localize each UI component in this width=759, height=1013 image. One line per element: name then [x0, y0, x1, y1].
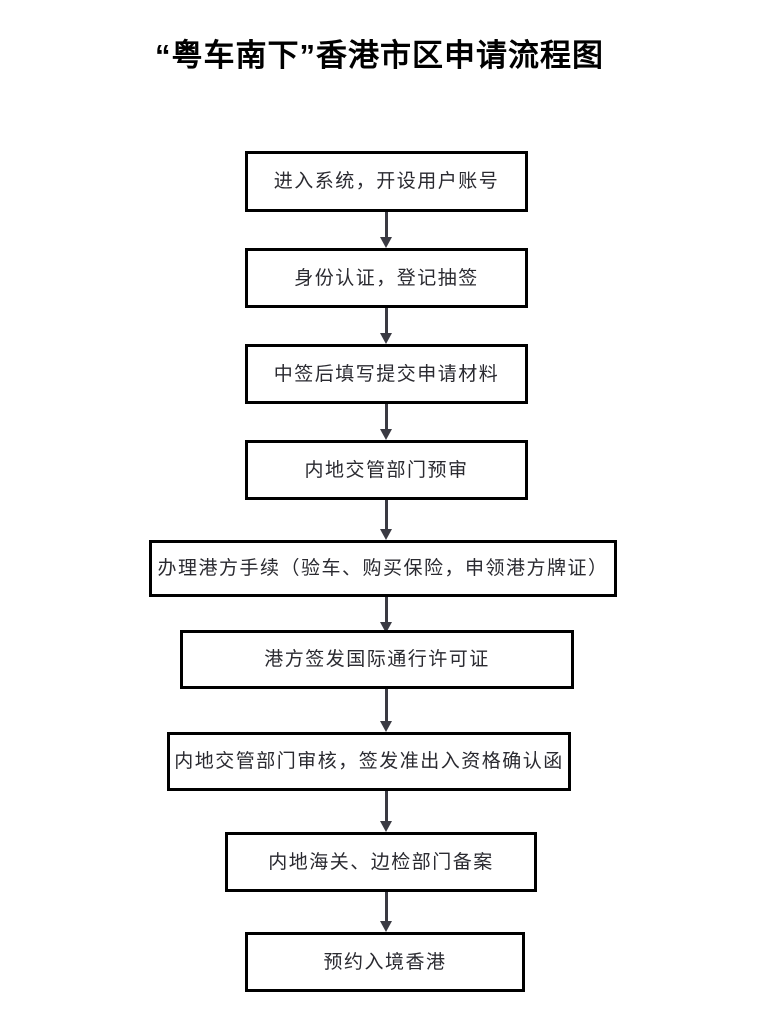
flow-step-label: 办理港方手续（验车、购买保险，申领港方牌证）: [157, 558, 609, 579]
flow-step-label: 进入系统，开设用户账号: [273, 171, 500, 192]
flow-step-label: 身份认证，登记抽签: [294, 267, 479, 289]
flow-step-4: 内地交管部门预审: [245, 440, 528, 500]
flow-arrow-2-to-3: [380, 308, 392, 344]
flow-arrow-5-to-6: [380, 597, 392, 633]
flow-step-label: 内地海关、边检部门备案: [268, 851, 494, 873]
flow-step-label: 内地交管部门审核，签发准出入资格确认函: [174, 751, 564, 772]
flow-step-5: 办理港方手续（验车、购买保险，申领港方牌证）: [149, 540, 617, 597]
flow-arrow-7-to-8: [380, 791, 392, 832]
flow-step-label: 内地交管部门预审: [304, 459, 469, 481]
flow-step-label: 预约入境香港: [323, 951, 447, 973]
flow-arrow-6-to-7: [380, 689, 392, 732]
flow-step-9: 预约入境香港: [245, 932, 525, 992]
flow-step-1: 进入系统，开设用户账号: [245, 151, 528, 212]
flow-step-8: 内地海关、边检部门备案: [225, 832, 537, 892]
flow-arrow-4-to-5: [380, 500, 392, 540]
flow-step-7: 内地交管部门审核，签发准出入资格确认函: [167, 732, 571, 791]
flow-step-label: 中签后填写提交申请材料: [273, 363, 500, 385]
flow-step-6: 港方签发国际通行许可证: [180, 630, 574, 689]
flow-arrow-1-to-2: [380, 212, 392, 248]
flow-step-2: 身份认证，登记抽签: [245, 248, 528, 308]
flow-step-label: 港方签发国际通行许可证: [264, 649, 490, 670]
flow-arrow-8-to-9: [380, 892, 392, 932]
flow-step-3: 中签后填写提交申请材料: [245, 344, 528, 404]
page-title: “粤车南下”香港市区申请流程图: [155, 38, 604, 73]
flow-arrow-3-to-4: [380, 404, 392, 440]
